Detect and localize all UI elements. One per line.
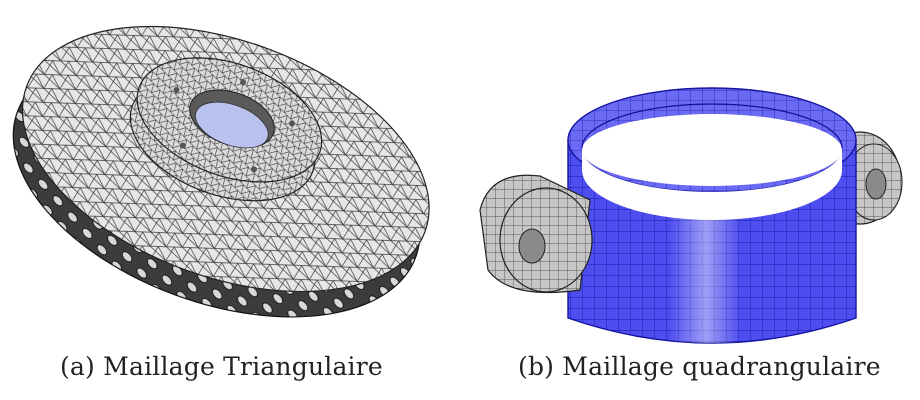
triangular-mesh-brake-disc <box>12 25 430 318</box>
caption-b: (b) Maillage quadrangulaire <box>518 352 881 381</box>
left-lug <box>479 174 593 294</box>
caption-b-text: Maillage quadrangulaire <box>562 352 881 381</box>
figure-a-panel: (a) Maillage Triangulaire <box>0 0 440 400</box>
caption-b-label: (b) <box>518 352 555 381</box>
caption-a: (a) Maillage Triangulaire <box>60 352 383 381</box>
center-bore <box>195 101 269 149</box>
caption-a-label: (a) <box>60 352 96 381</box>
figure-b-panel: (b) Maillage quadrangulaire <box>450 0 920 400</box>
caption-a-text: Maillage Triangulaire <box>103 352 383 381</box>
quadrilateral-mesh-clamp <box>479 87 903 344</box>
